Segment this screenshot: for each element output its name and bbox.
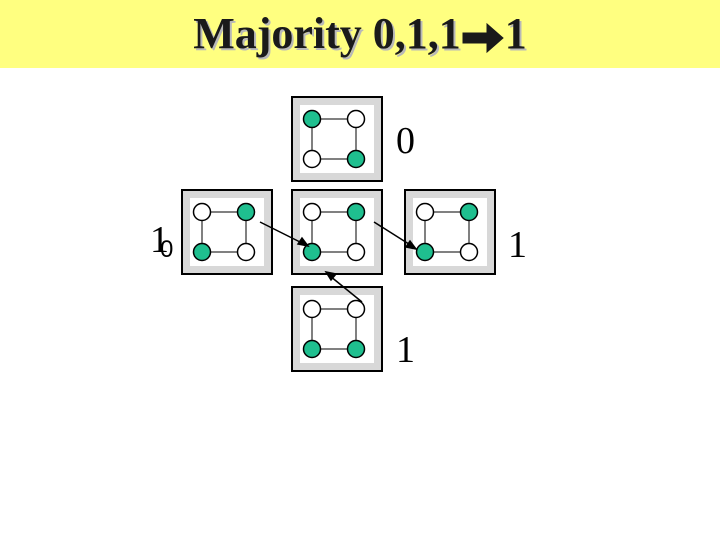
grid-bottom [291, 286, 383, 372]
arrow-left-to-center-head [296, 236, 310, 248]
node-empty [302, 149, 322, 169]
node-filled [415, 242, 435, 262]
label-bottom: 1 [396, 329, 415, 371]
node-empty [346, 299, 366, 319]
label-left: 1 [150, 219, 169, 261]
arrow-bottom-to-center [329, 275, 363, 303]
node-empty [415, 202, 435, 222]
node-filled [346, 339, 366, 359]
label-left-sub: 0 [160, 236, 174, 263]
node-empty [459, 242, 479, 262]
node-filled [346, 202, 366, 222]
node-filled [192, 242, 212, 262]
node-empty [302, 299, 322, 319]
node-filled [459, 202, 479, 222]
node-filled [302, 109, 322, 129]
grid-left [181, 189, 273, 275]
node-filled [302, 339, 322, 359]
node-empty [302, 202, 322, 222]
arrow-bottom-to-center-head [324, 270, 338, 282]
right-arrow-icon [461, 21, 505, 55]
node-empty [236, 242, 256, 262]
arrow-left-to-center [259, 221, 305, 245]
node-filled [302, 242, 322, 262]
node-filled [346, 149, 366, 169]
label-right: 1 [508, 224, 527, 266]
grid-center [291, 189, 383, 275]
node-empty [192, 202, 212, 222]
slide-title: Majority 0,1,1 1 [0, 8, 720, 60]
arrows [259, 221, 418, 303]
arrow-right-to-center [373, 221, 413, 247]
node-filled [236, 202, 256, 222]
node-empty [346, 242, 366, 262]
arrow-right-to-center-head [404, 239, 418, 251]
title-result: 1 [504, 9, 527, 58]
title-bar [0, 0, 720, 68]
node-empty [346, 109, 366, 129]
grid-top [291, 96, 383, 182]
label-top: 0 [396, 120, 415, 162]
title-text: Majority 0,1,1 [193, 9, 461, 58]
grid-right [404, 189, 496, 275]
